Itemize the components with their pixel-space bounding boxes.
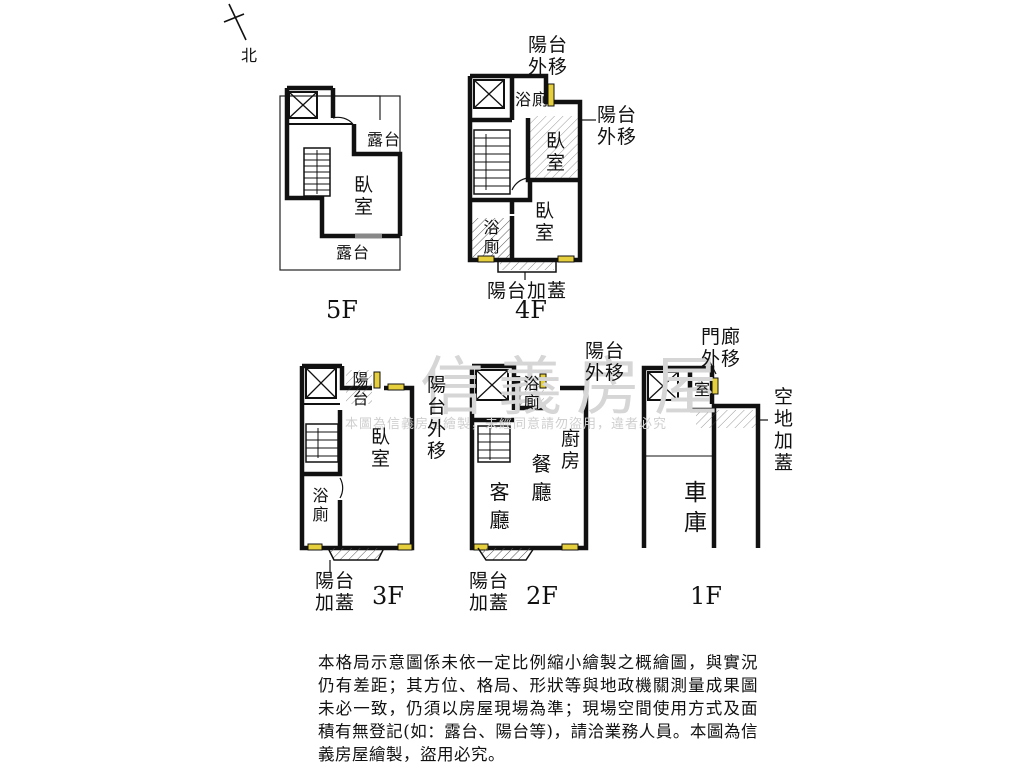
f5-floor-name: 5F	[326, 296, 358, 324]
f2-kitchen-label: 廚房	[560, 428, 581, 472]
f4-bedroom-1-label: 臥室	[545, 130, 566, 174]
floor-4f-plan	[467, 73, 596, 280]
f1-open-space-added-note: 空地加蓋	[773, 386, 794, 474]
f3-balcony-out-note: 陽台外移	[426, 374, 447, 462]
watermark-small-text: 本圖為信義房屋繪製，未經同意請勿盜用，違者必究	[345, 417, 668, 432]
f3-balcony-added-note: 陽台加蓋	[314, 570, 355, 614]
f5-terrace-top-label: 露台	[367, 130, 402, 149]
f1-porch-out-note: 門廊外移	[700, 326, 741, 370]
f2-balcony-out-note: 陽台外移	[584, 340, 625, 384]
f5-bedroom-label: 臥室	[353, 174, 374, 218]
f4-balcony-added-note: 陽台加蓋	[487, 280, 568, 302]
f4-floor-name: 4F	[515, 296, 547, 324]
f3-floor-name: 3F	[372, 582, 404, 610]
f2-floor-name: 2F	[526, 582, 558, 610]
f5-terrace-bottom-label: 露台	[336, 243, 371, 262]
f1-garage-label: 車庫	[684, 480, 708, 536]
f3-bedroom-label: 臥室	[370, 426, 391, 470]
f4-balcony-out-top-note: 陽台外移	[527, 34, 568, 78]
north-label: 北	[241, 46, 258, 65]
f4-bath-left-label: 浴廁	[483, 218, 501, 256]
f2-dining-label: 餐廳	[531, 452, 553, 504]
compass-icon	[223, 3, 247, 41]
f2-balcony-added-note: 陽台加蓋	[468, 570, 509, 614]
f3-balcony-small-label: 陽台	[352, 370, 370, 408]
watermark-text: 信義房屋	[420, 351, 732, 425]
f2-bath-label: 浴廁	[523, 374, 541, 412]
f4-bedroom-2-label: 臥室	[534, 200, 555, 244]
floor-5f-plan	[279, 85, 403, 271]
f3-bath-label: 浴廁	[312, 486, 330, 524]
floor-3f-plan	[299, 363, 415, 572]
f2-living-label: 客廳	[489, 480, 511, 532]
f4-bath-top-label: 浴廁	[515, 90, 550, 109]
floor-1f-plan	[641, 361, 768, 548]
f1-floor-name: 1F	[690, 582, 722, 610]
f1-room-label: 室	[694, 380, 712, 399]
disclaimer-text: 本格局示意圖係未依一定比例縮小繪製之概繪圖，與實況仍有差距；其方位、格局、形狀等…	[318, 653, 758, 764]
floor-2f-plan	[469, 363, 589, 561]
f4-balcony-out-right-note: 陽台外移	[596, 104, 637, 148]
